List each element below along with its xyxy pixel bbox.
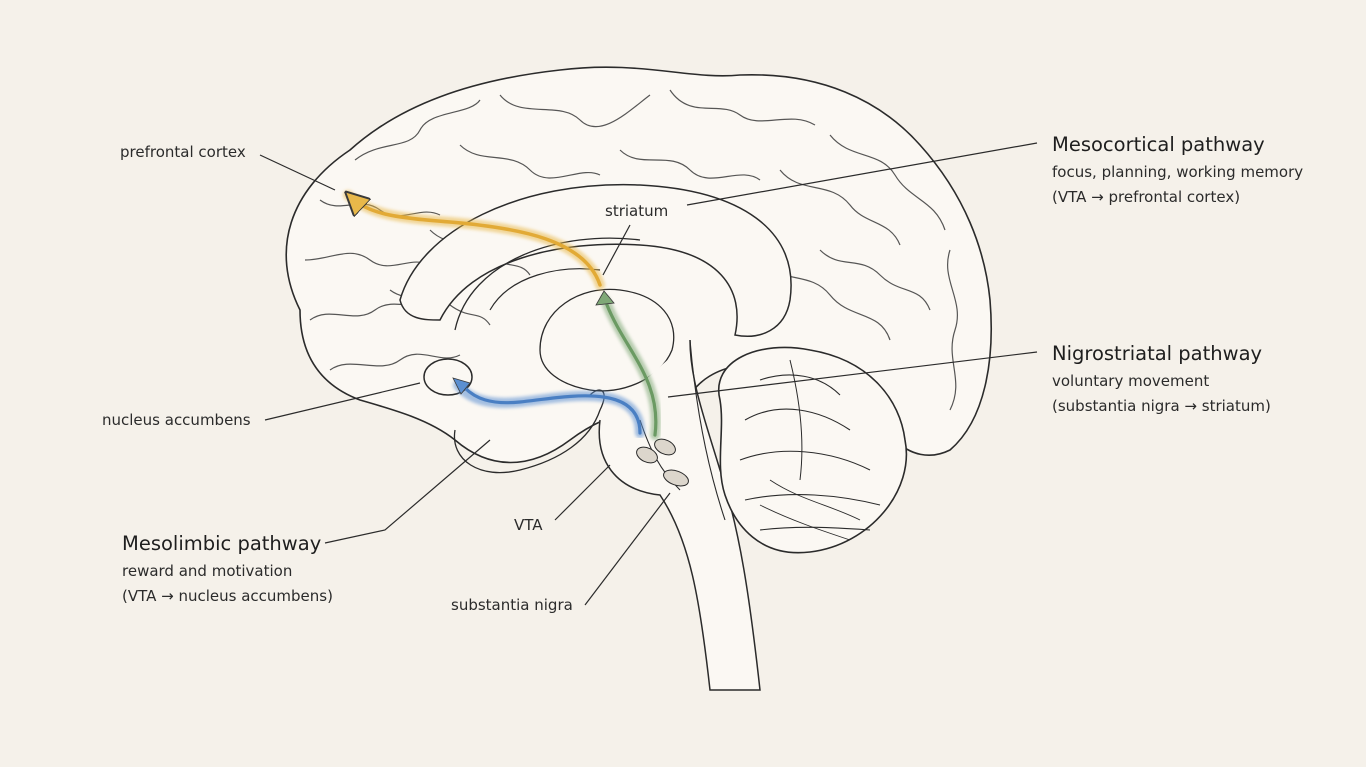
mesolimbic-desc-1: reward and motivation bbox=[122, 562, 293, 580]
mesolimbic-title: Mesolimbic pathway bbox=[122, 532, 322, 555]
mesolimbic-desc-2: (VTA → nucleus accumbens) bbox=[122, 587, 333, 605]
pathway-nigrostriatal-arrow bbox=[595, 290, 661, 440]
thalamus bbox=[539, 288, 675, 392]
pathway-mesolimbic-arrow bbox=[452, 377, 645, 438]
leader-lines bbox=[259, 142, 1038, 606]
corpus-callosum bbox=[399, 183, 792, 337]
vta-oval-1 bbox=[636, 446, 658, 464]
cerebellum bbox=[717, 346, 908, 554]
label-nucleus-accumbens: nucleus accumbens bbox=[102, 411, 251, 429]
mesolimbic-block: Mesolimbic pathway reward and motivation… bbox=[122, 532, 333, 609]
gyri-lines bbox=[304, 89, 958, 411]
label-vta: VTA bbox=[514, 516, 543, 534]
cingulate-arc bbox=[454, 237, 641, 331]
nigrostriatal-desc-1: voluntary movement bbox=[1052, 372, 1210, 390]
label-prefrontal-cortex: prefrontal cortex bbox=[120, 143, 246, 161]
mesocortical-desc-2: (VTA → prefrontal cortex) bbox=[1052, 188, 1241, 206]
label-striatum: striatum bbox=[605, 202, 669, 220]
nigrostriatal-desc-2: (substantia nigra → striatum) bbox=[1052, 397, 1271, 415]
nigrostriatal-block: Nigrostriatal pathway voluntary movement… bbox=[1052, 342, 1271, 419]
vta-oval-2 bbox=[654, 438, 676, 456]
label-substantia-nigra: substantia nigra bbox=[451, 596, 573, 614]
nigrostriatal-title: Nigrostriatal pathway bbox=[1052, 342, 1263, 365]
substantia-nigra-oval bbox=[663, 469, 689, 487]
brainstem-inner bbox=[689, 339, 726, 521]
mesocortical-block: Mesocortical pathway focus, planning, wo… bbox=[1052, 133, 1303, 210]
pathway-mesocortical-arrow bbox=[343, 195, 605, 290]
mesocortical-title: Mesocortical pathway bbox=[1052, 133, 1265, 156]
mesocortical-desc-1: focus, planning, working memory bbox=[1052, 163, 1304, 181]
